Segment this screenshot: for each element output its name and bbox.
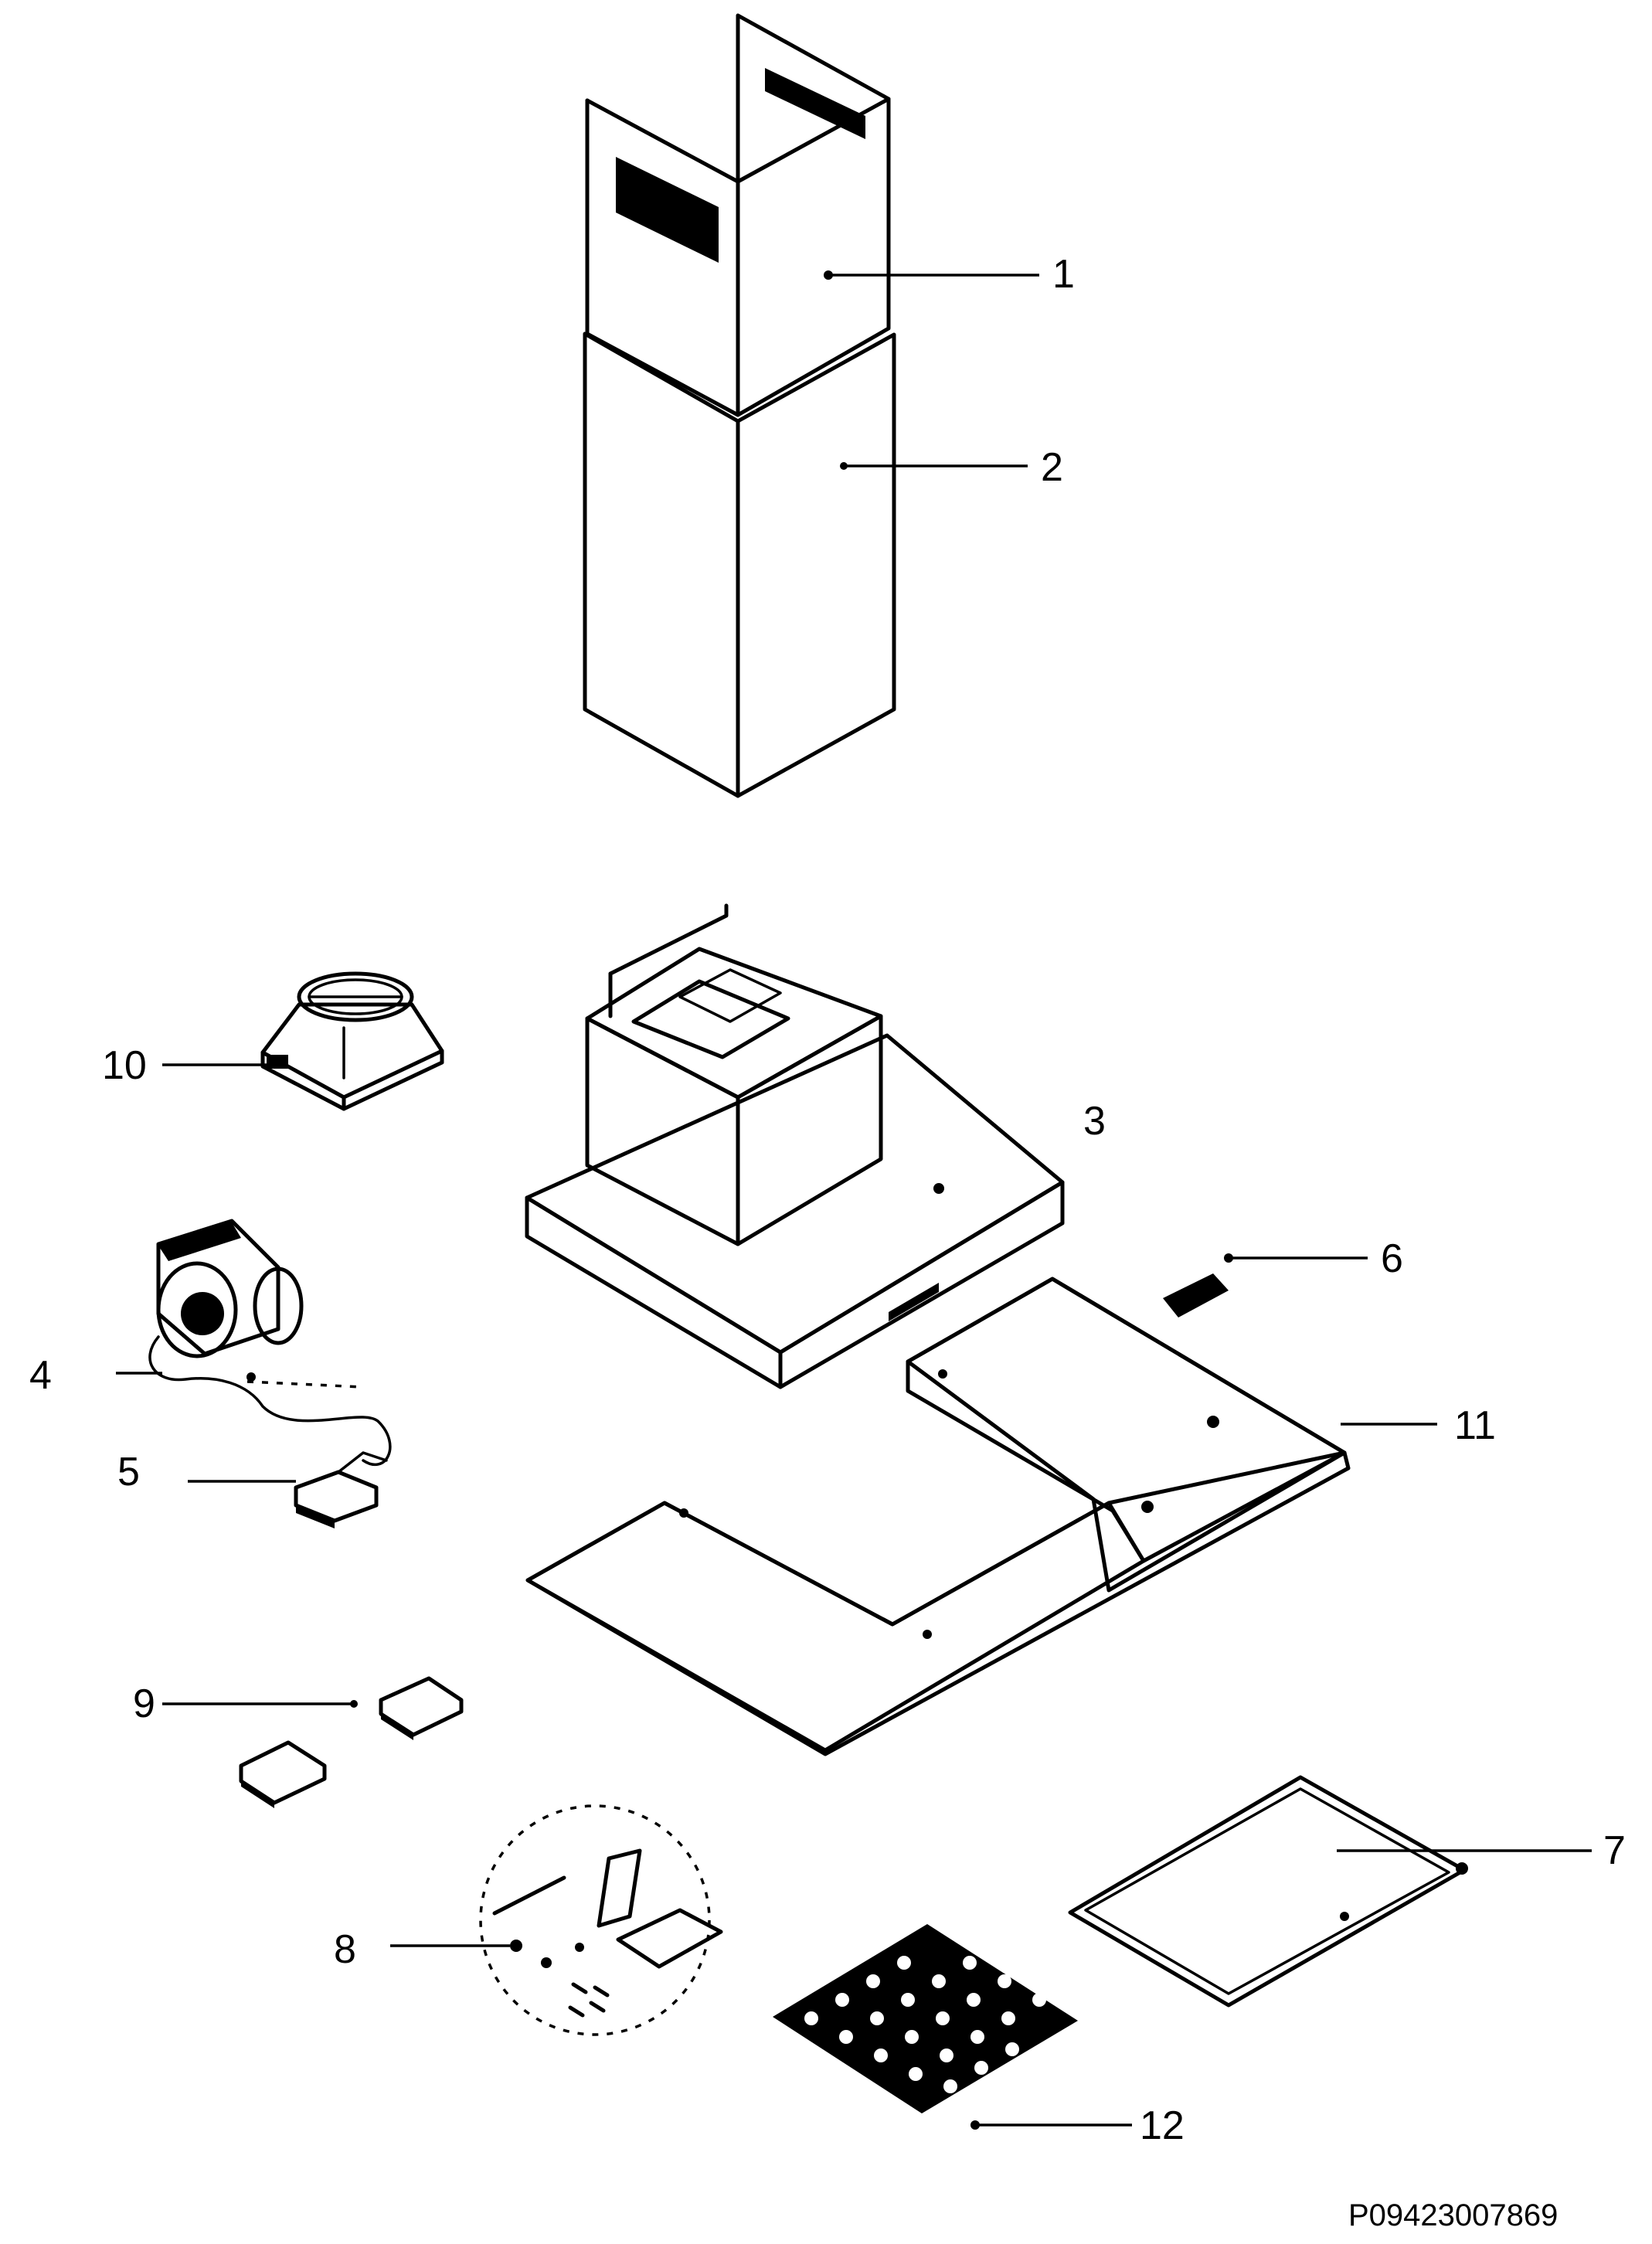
callout-8: 8 (334, 1927, 356, 1972)
callout-9: 9 (133, 1681, 155, 1726)
hood-control-strip (889, 1283, 939, 1321)
part-connector (294, 1451, 388, 1528)
part-perforated-panel (773, 1924, 1078, 2113)
callout-4: 4 (29, 1353, 52, 1398)
callout-10: 10 (102, 1043, 147, 1088)
perforation-holes (804, 1956, 1046, 2093)
part-air-outlet-adaptor (260, 971, 444, 1111)
part-grease-filters (525, 1277, 1351, 1756)
callout-2: 2 (1041, 445, 1063, 490)
part-hood-canopy (525, 903, 1065, 1389)
callout-6: 6 (1381, 1236, 1403, 1281)
callout-7: 7 (1603, 1828, 1626, 1873)
callout-3: 3 (1083, 1099, 1106, 1144)
part-lower-chimney (583, 332, 896, 798)
part-motor-blower (148, 1219, 392, 1467)
callout-1: 1 (1052, 252, 1075, 297)
callout-12: 12 (1140, 2103, 1185, 2148)
callout-5: 5 (117, 1450, 140, 1494)
part-upper-chimney (585, 13, 891, 417)
part-number-label: P09423007869 (1348, 2198, 1558, 2232)
part-charcoal-filter (1068, 1775, 1468, 2008)
part-fixing-kit (479, 1804, 723, 2036)
leader-lines (116, 270, 1592, 2130)
part-switch (1163, 1253, 1233, 1318)
callout-11: 11 (1454, 1403, 1496, 1448)
upper-chimney-vent-slot (616, 157, 719, 263)
callout-labels: 1 2 3 4 5 6 7 8 9 10 11 12 (29, 252, 1626, 2148)
part-light-bulbs (239, 1676, 464, 1808)
upper-chimney-vent-slot-back (765, 68, 865, 139)
